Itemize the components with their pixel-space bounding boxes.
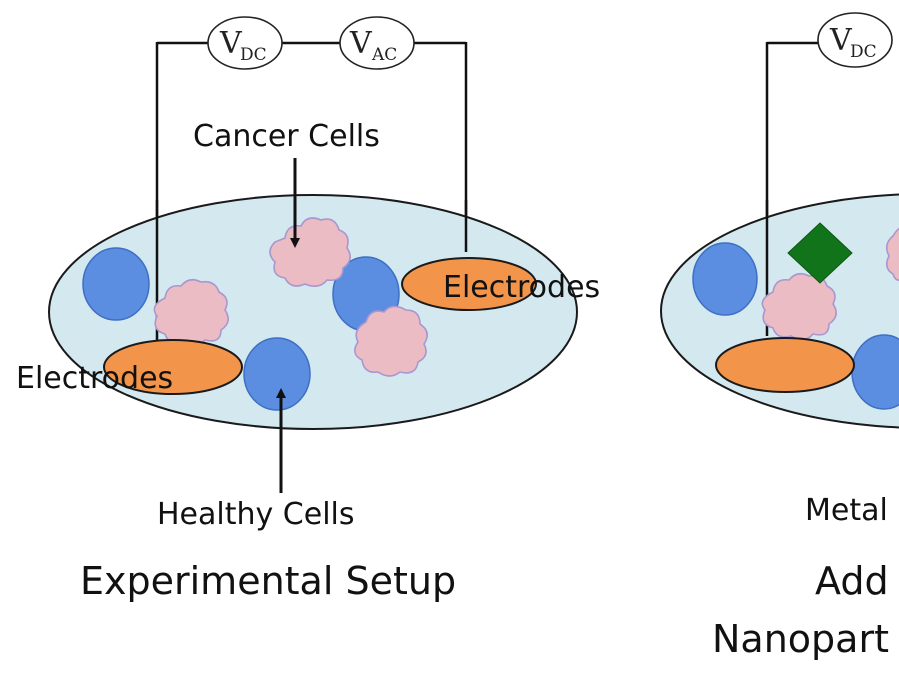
cancer-cells-label: Cancer Cells: [193, 119, 380, 154]
healthy-cell: [692, 242, 758, 316]
left-panel: V DC V AC Cancer Cells Electrodes E: [16, 16, 600, 603]
electrodes-label-left: Electrodes: [16, 361, 173, 396]
cancer-cell: [269, 217, 351, 288]
electrodes-label-right: Electrodes: [443, 270, 600, 305]
electrode-left-right-panel: [715, 337, 855, 393]
experimental-setup-caption: Experimental Setup: [80, 559, 456, 603]
vac-meter: V AC: [339, 16, 415, 70]
vac-meter-main: V: [349, 26, 373, 61]
right-vdc-meter: V DC: [817, 12, 893, 68]
cancer-cell: [885, 227, 899, 282]
vac-meter-sub: AC: [371, 45, 397, 65]
nanoparticles-caption: Nanopart: [712, 617, 889, 661]
metal-nanoparticle: [787, 222, 853, 284]
add-caption: Add: [815, 559, 889, 603]
vdc-meter: V DC: [207, 16, 283, 70]
cancer-cell: [153, 278, 229, 347]
healthy-cell: [243, 337, 311, 411]
right-panel: V DC Metal Add Nanopart: [660, 12, 899, 661]
healthy-cell: [82, 247, 150, 321]
electrode-left: [103, 339, 243, 395]
vdc-meter-main: V: [219, 26, 243, 61]
vdc-meter-sub: DC: [240, 45, 267, 65]
right-vdc-meter-main: V: [829, 23, 853, 58]
metal-label: Metal: [805, 493, 888, 528]
healthy-cells-label: Healthy Cells: [157, 497, 355, 532]
cancer-cell: [761, 272, 837, 341]
electrode-right: [401, 257, 537, 311]
right-vdc-meter-sub: DC: [850, 42, 877, 62]
cancer-cell: [354, 305, 428, 377]
